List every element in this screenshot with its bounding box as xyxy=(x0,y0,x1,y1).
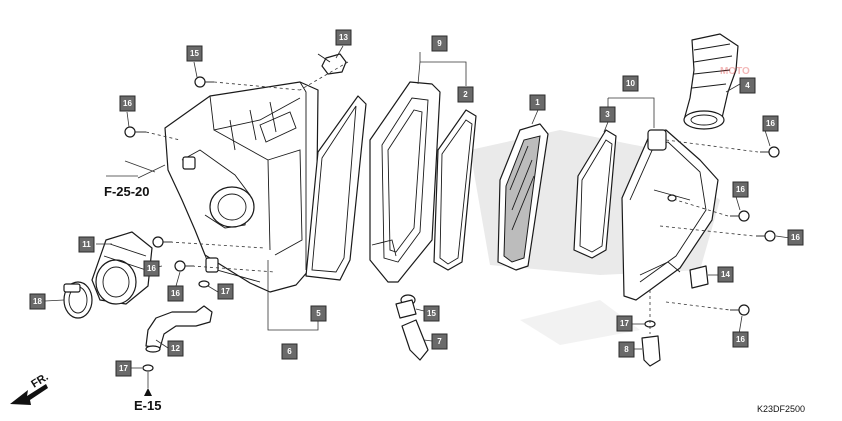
svg-text:16: 16 xyxy=(766,119,775,128)
intake-duct xyxy=(683,33,739,130)
svg-text:17: 17 xyxy=(620,319,629,328)
part-tags: 13 15 16 11 16 16 17 18 12 17 6 5 9 2 15… xyxy=(29,29,804,377)
rear-cover xyxy=(621,129,719,301)
part-tag: 11 xyxy=(78,236,95,253)
svg-text:17: 17 xyxy=(119,364,128,373)
part-tag: 5 xyxy=(310,305,327,322)
svg-text:16: 16 xyxy=(171,289,180,298)
air-filter-element xyxy=(497,123,549,271)
drain-tube xyxy=(145,305,213,353)
small-parts xyxy=(124,53,780,372)
svg-text:6: 6 xyxy=(287,347,292,356)
svg-text:16: 16 xyxy=(736,335,745,344)
svg-text:13: 13 xyxy=(339,33,348,42)
part-tag: 9 xyxy=(431,35,448,52)
part-tag: 18 xyxy=(29,293,46,310)
part-tag: 14 xyxy=(717,266,734,283)
front-direction: FR. xyxy=(10,371,51,405)
part-tag: 12 xyxy=(167,340,184,357)
part-tag: 16 xyxy=(119,95,136,112)
svg-text:16: 16 xyxy=(791,233,800,242)
svg-text:8: 8 xyxy=(624,345,629,354)
connecting-boot xyxy=(91,231,153,305)
part-tag: 16 xyxy=(787,229,804,246)
part-tag: 15 xyxy=(186,45,203,62)
part-tag: 6 xyxy=(281,343,298,360)
part-tag: 2 xyxy=(457,86,474,103)
svg-text:10: 10 xyxy=(626,79,635,88)
svg-text:4: 4 xyxy=(745,81,750,90)
part-tag: 4 xyxy=(739,77,756,94)
part-tag: 16 xyxy=(732,331,749,348)
svg-text:15: 15 xyxy=(190,49,199,58)
part-tag: 16 xyxy=(762,115,779,132)
part-tag: 15 xyxy=(423,305,440,322)
part-tag: 8 xyxy=(618,341,635,358)
element-frame xyxy=(369,81,441,306)
svg-text:16: 16 xyxy=(123,99,132,108)
part-tag: 16 xyxy=(143,260,160,277)
watermark-text: MOTO xyxy=(720,66,750,77)
part-tag: 3 xyxy=(599,106,616,123)
gasket-2 xyxy=(433,109,477,271)
gasket-3 xyxy=(573,129,617,259)
svg-text:12: 12 xyxy=(171,344,180,353)
part-tag: 16 xyxy=(167,285,184,302)
gasket-5 xyxy=(305,95,367,281)
part-tag: 17 xyxy=(616,315,633,332)
svg-text:3: 3 xyxy=(605,110,610,119)
svg-text:2: 2 xyxy=(463,90,468,99)
svg-text:9: 9 xyxy=(437,39,442,48)
svg-text:16: 16 xyxy=(736,185,745,194)
part-tag: 7 xyxy=(431,333,448,350)
hose-clamp xyxy=(63,281,93,319)
part-tag: 16 xyxy=(732,181,749,198)
svg-text:7: 7 xyxy=(437,337,442,346)
frame-reference: F-25-20 xyxy=(104,184,150,199)
part-tag: 17 xyxy=(115,360,132,377)
air-cleaner-housing xyxy=(164,81,319,293)
engine-reference: E-15 xyxy=(134,398,161,413)
figure-code: K23DF2500 xyxy=(757,404,805,414)
svg-text:15: 15 xyxy=(427,309,436,318)
svg-text:11: 11 xyxy=(82,240,91,249)
svg-text:17: 17 xyxy=(221,287,230,296)
svg-text:14: 14 xyxy=(721,270,730,279)
part-tag: 13 xyxy=(335,29,352,46)
dashed-lines xyxy=(145,61,759,334)
svg-text:16: 16 xyxy=(147,264,156,273)
part-tag: 1 xyxy=(529,94,546,111)
part-tag: 10 xyxy=(622,75,639,92)
svg-text:5: 5 xyxy=(316,309,321,318)
svg-text:18: 18 xyxy=(33,297,42,306)
reference-labels: F-25-20 E-15 xyxy=(104,175,161,413)
front-arrow-icon xyxy=(10,384,48,405)
svg-text:1: 1 xyxy=(535,98,540,107)
part-tag: 17 xyxy=(217,283,234,300)
ref-arrow xyxy=(144,388,152,396)
